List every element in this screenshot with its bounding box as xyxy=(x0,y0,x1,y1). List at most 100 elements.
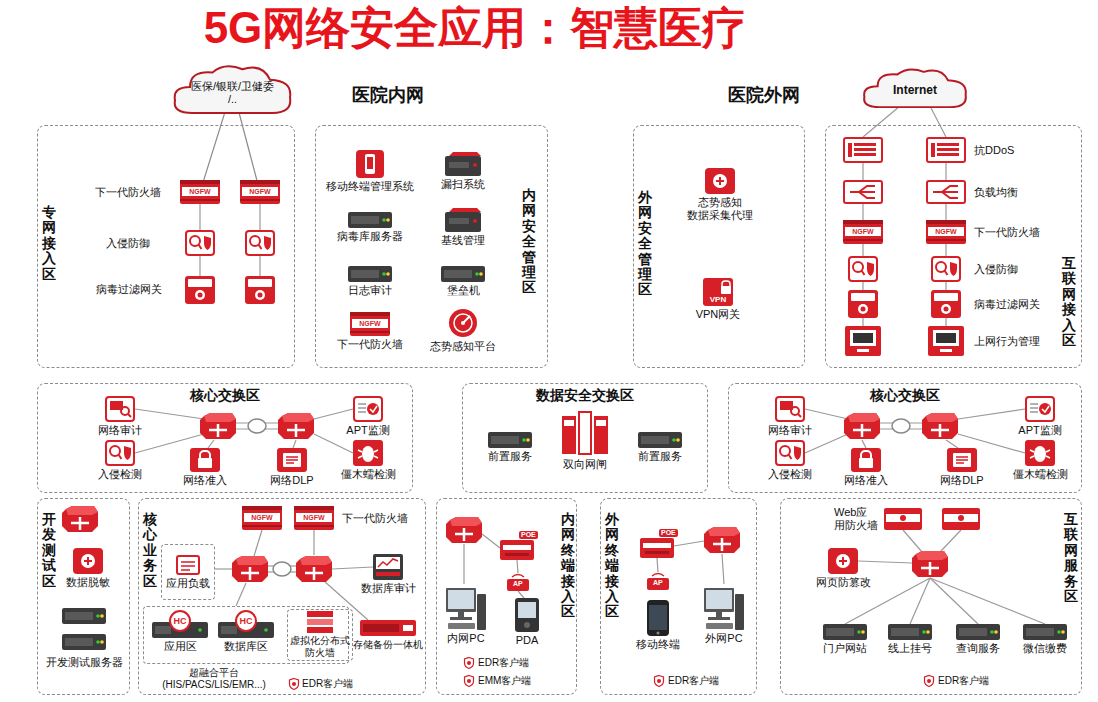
icon-part xyxy=(937,153,959,156)
device-icon xyxy=(912,551,948,577)
icon-part xyxy=(121,407,129,415)
icon-part xyxy=(716,612,722,617)
icon-part xyxy=(836,554,850,568)
device-icon-box xyxy=(888,624,932,640)
device-icon-box xyxy=(956,624,1000,640)
zone-label: 互联网接入区 xyxy=(1062,256,1076,348)
device-label: 态势感知平台 xyxy=(430,340,496,353)
icon-part xyxy=(300,556,332,565)
icon-part xyxy=(891,628,919,636)
wire xyxy=(135,409,204,419)
icon-part xyxy=(861,630,865,634)
icon-part xyxy=(348,212,392,228)
device-icon-box: NGFW xyxy=(843,220,883,244)
device-label: 双向网闸 xyxy=(563,458,607,471)
text-label: 医院内网 xyxy=(352,84,424,106)
text-label: Web应 用防火墙 xyxy=(834,506,878,532)
icon-part xyxy=(467,679,471,683)
device-node: 双向网闸 xyxy=(560,410,610,471)
icon-part xyxy=(1030,450,1050,458)
icon-part xyxy=(789,455,792,460)
icon-part xyxy=(278,413,314,439)
icon-part xyxy=(307,619,333,625)
wire xyxy=(946,440,958,448)
device-label: 态势感知 数据采集代理 xyxy=(687,196,753,222)
device-icon xyxy=(277,448,307,472)
icon-part xyxy=(652,574,664,577)
device-icon-box: VPN xyxy=(703,278,733,306)
icon-part xyxy=(350,331,390,333)
device-node: NGFW下一代防火墙 xyxy=(337,312,403,351)
device-node: 僵木蠕检测 xyxy=(1013,440,1068,481)
device-node: 日志审计 xyxy=(348,266,392,297)
icon-text: NGFW xyxy=(294,513,334,522)
icon-part xyxy=(640,538,674,558)
zone-box: 外网终端接入区移动终端外网PC xyxy=(600,498,757,695)
device-icon xyxy=(560,410,610,456)
device-icon-box xyxy=(190,448,220,472)
zone-box: 专网接入区NGFWNGFW xyxy=(37,125,295,368)
device-icon xyxy=(278,413,314,439)
icon-part xyxy=(351,270,379,278)
wire xyxy=(910,578,930,624)
icon-part xyxy=(473,219,477,223)
icon-part xyxy=(643,543,671,548)
icon-part xyxy=(888,624,932,640)
device-icon xyxy=(348,266,392,282)
device-icon xyxy=(1025,396,1055,422)
wire xyxy=(930,106,946,137)
zone-box: 开发测试区数据脱敏开发测试服务器 xyxy=(37,498,130,695)
icon-part xyxy=(255,290,265,300)
icon-part xyxy=(518,602,536,618)
connector xyxy=(239,114,256,180)
wire xyxy=(215,568,232,569)
device-icon xyxy=(105,396,135,422)
device-label: 存储备份一体机 xyxy=(353,638,423,651)
text-label: 下一代防火墙 xyxy=(95,186,161,199)
icon-part xyxy=(491,436,519,444)
icon-part xyxy=(942,508,980,530)
wire xyxy=(862,282,863,290)
device-icon xyxy=(441,266,485,282)
icon-part xyxy=(354,397,382,421)
cloud-label: 医保/银联/卫健委 /.. xyxy=(186,80,280,106)
icon-part xyxy=(365,154,375,174)
zone-box: 数据安全交换区前置服务双向网闸前置服务 xyxy=(462,383,708,493)
icon-part xyxy=(705,168,735,194)
device-icon-box xyxy=(307,611,333,633)
icon-part xyxy=(236,611,256,631)
text-label: 抗DDoS xyxy=(974,144,1014,157)
icon-part xyxy=(926,239,966,241)
icon-part xyxy=(721,286,731,294)
icon-tag: AP xyxy=(651,579,665,587)
icon-part xyxy=(716,177,724,185)
icon-part xyxy=(1039,403,1051,415)
icon-text: NGFW xyxy=(180,187,220,196)
icon-part xyxy=(704,588,734,612)
wire xyxy=(930,578,1045,624)
icon-part xyxy=(362,446,374,462)
icon-part xyxy=(507,579,529,591)
device-icon-box xyxy=(348,212,392,228)
device-icon xyxy=(932,257,960,281)
icon-part xyxy=(854,148,876,151)
icon-part xyxy=(851,293,875,301)
icon-part xyxy=(704,527,740,553)
device-node: 前置服务 xyxy=(638,432,682,463)
device-icon xyxy=(1025,440,1055,466)
icon-part xyxy=(950,262,957,276)
zone-heading: 数据安全交换区 xyxy=(463,387,707,403)
device-icon-box xyxy=(1023,624,1067,640)
device-node: 基线管理 xyxy=(441,208,485,247)
device-node: HC应用区 xyxy=(152,610,208,653)
device-node: NGFW xyxy=(242,506,282,530)
wire xyxy=(805,434,848,453)
wire xyxy=(293,440,296,448)
icon-part xyxy=(181,562,195,570)
dashed-box: 虚拟化分布式 防火墙 xyxy=(287,609,353,661)
device-icon-box: HC xyxy=(218,610,274,638)
device-node: 态势感知平台 xyxy=(430,308,496,353)
icon-part xyxy=(277,448,307,472)
